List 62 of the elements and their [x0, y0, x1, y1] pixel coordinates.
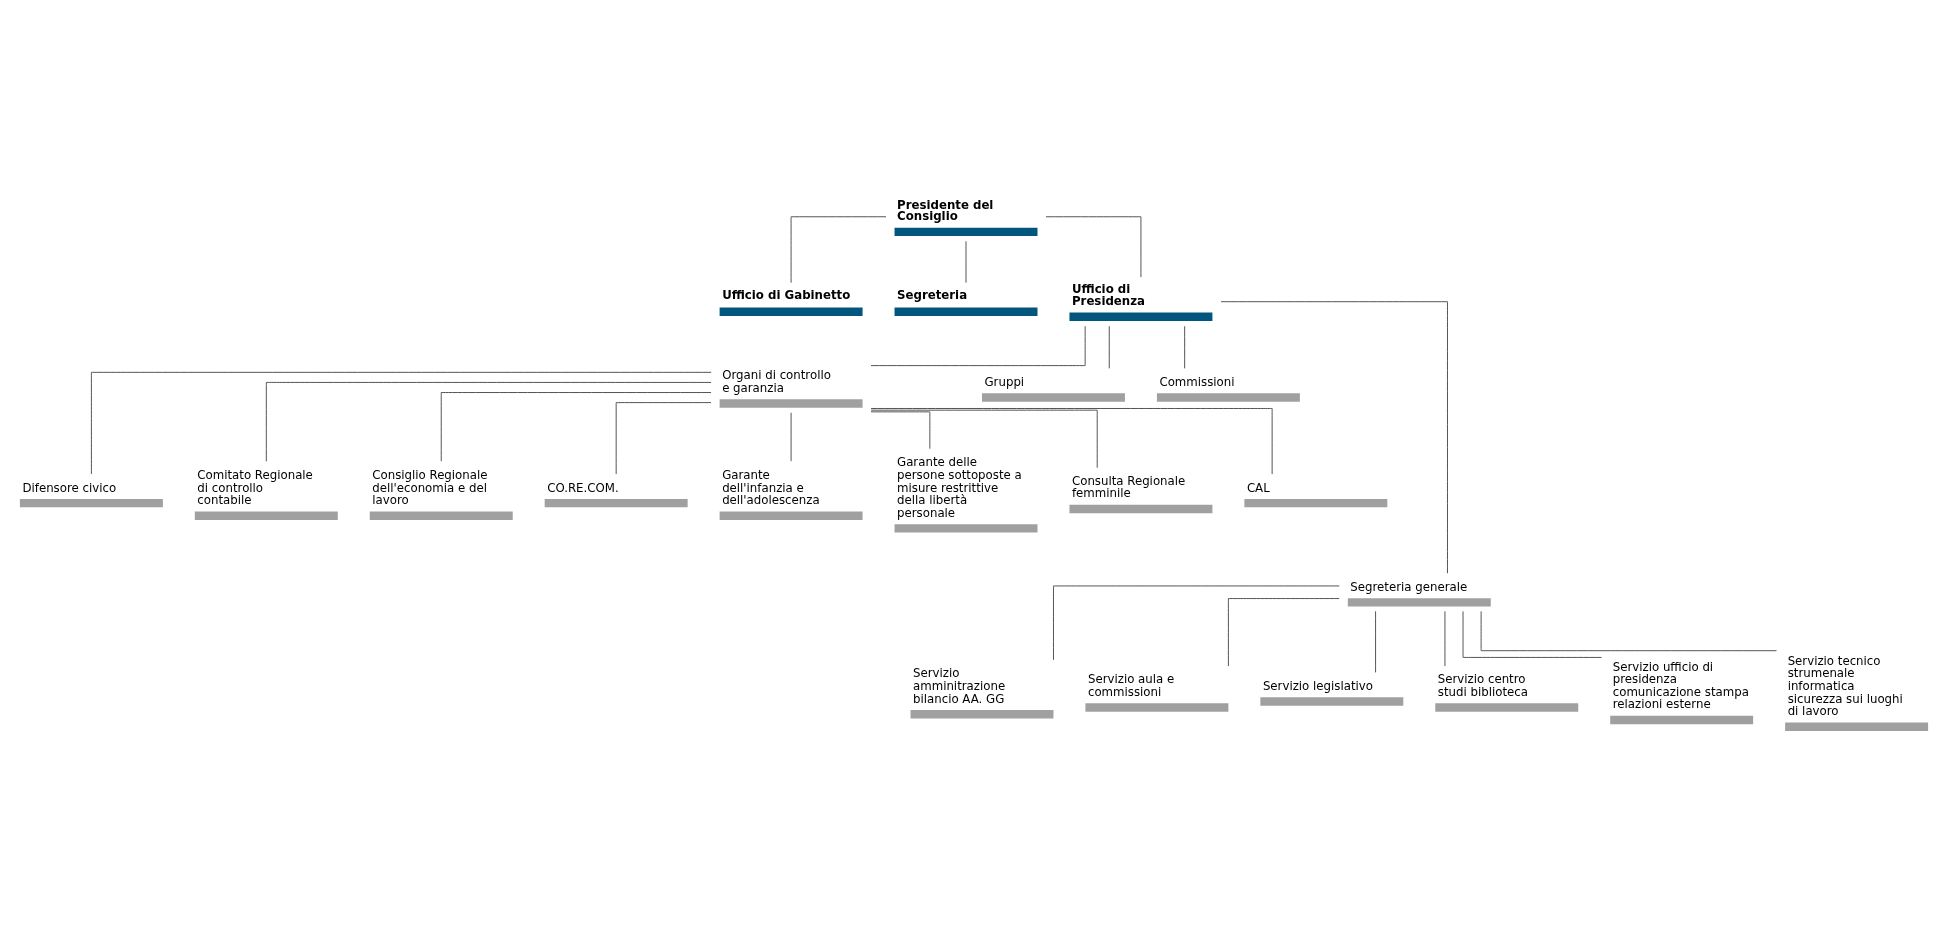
connector [1220, 301, 1448, 574]
node-label: Presidente del Consiglio [897, 197, 994, 224]
node-box [544, 498, 688, 508]
node-box [1156, 393, 1300, 402]
node-label: Organi di controllo e garanzia [722, 368, 831, 395]
node-label: Servizio aula e commissioni [1087, 672, 1175, 699]
node-box [1610, 715, 1754, 725]
node-box [719, 399, 863, 408]
node-box [894, 227, 1038, 237]
node-label: Gruppi [984, 374, 1025, 389]
connector [1045, 216, 1142, 278]
node-label: Comitato Regionale di controllo contabile [197, 467, 313, 508]
node-label: Servizio centro studi biblioteca [1437, 672, 1528, 699]
node-box [894, 524, 1038, 533]
connector [1108, 325, 1110, 369]
node-label: Servizio amminitrazione bilancio AA. GG [913, 666, 1006, 706]
node-box [1069, 504, 1213, 514]
node-box [982, 393, 1125, 402]
connector [1053, 585, 1340, 661]
node-label: Consulta Regionale femminile [1071, 473, 1186, 501]
node-box [910, 710, 1054, 719]
node-label: Segreteria generale [1350, 579, 1468, 594]
connector [265, 382, 712, 462]
node-label: Ufficio di Presidenza [1071, 282, 1145, 309]
connector [1184, 325, 1186, 369]
node-box [369, 511, 513, 520]
node-label: Difensore civico [22, 480, 117, 495]
node-box [719, 307, 863, 316]
node-label: Segreteria [897, 288, 968, 303]
connector [1375, 610, 1376, 673]
connector [90, 371, 712, 475]
node-label: CO.RE.COM. [547, 480, 619, 495]
node-label: CAL [1246, 480, 1270, 495]
node-label: Ufficio di Gabinetto [722, 288, 851, 303]
connector [870, 325, 1086, 367]
node-box [894, 307, 1038, 316]
node-box [1435, 703, 1579, 712]
connector [790, 216, 887, 284]
node-label: Commissioni [1159, 374, 1235, 389]
node-box [19, 498, 163, 508]
node-box [1069, 312, 1213, 322]
node-box [1260, 697, 1404, 706]
node-box [1085, 703, 1229, 712]
node-box [1244, 498, 1388, 508]
node-box [194, 511, 338, 520]
node-label: Servizio tecnico strumenale informatica sicurezza sui luoghi di lavoro [1787, 653, 1903, 719]
node-label: Garante dell'infanzia e dell'adolescenza [722, 467, 820, 508]
connector [1462, 611, 1602, 658]
connector [870, 409, 1098, 469]
node-label: Servizio ufficio di presidenza comunicazione stampa relazioni esterne [1612, 659, 1749, 712]
node-label: Garante delle persone sottoposte a misure restrittive della libertà personale [897, 455, 1022, 520]
connector [440, 392, 712, 462]
node-box [1347, 598, 1491, 607]
connector [1480, 610, 1777, 652]
node-box [1785, 722, 1929, 731]
connector [1228, 598, 1340, 667]
connector [615, 402, 712, 475]
node-label: Consiglio Regionale dell'economia e del lavoro [372, 467, 488, 508]
connector [870, 411, 931, 450]
connector [870, 408, 1273, 475]
node-box [719, 511, 863, 520]
node-label: Servizio legislativo [1262, 678, 1373, 693]
